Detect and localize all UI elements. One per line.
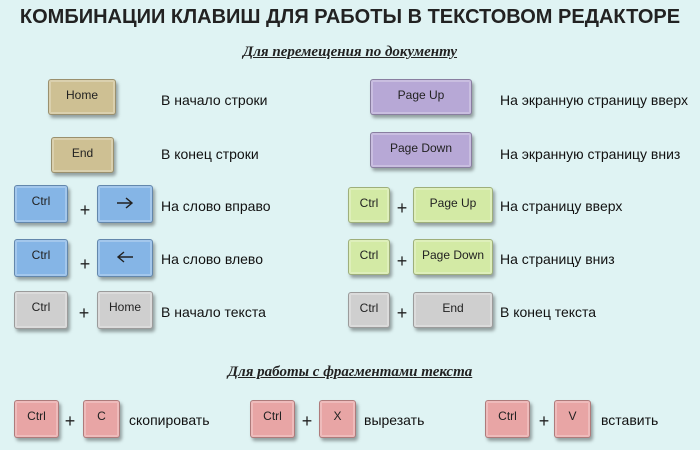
ctrl-key: Ctrl <box>14 400 59 438</box>
desc-screen-up: На экранную страницу вверх <box>500 92 689 108</box>
ctrl-key: Ctrl <box>348 239 390 275</box>
plus-sign: + <box>396 251 408 271</box>
arrow-right-icon <box>117 197 134 209</box>
desc-word-left: На слово влево <box>161 251 263 267</box>
ctrl-key: Ctrl <box>485 400 530 438</box>
page-up-key: Page Up <box>413 187 493 223</box>
ctrl-key: Ctrl <box>348 292 390 328</box>
desc-page-up: На страницу вверх <box>500 198 623 214</box>
plus-sign: + <box>64 411 76 431</box>
ctrl-key: Ctrl <box>250 400 295 438</box>
plus-sign: + <box>78 303 90 323</box>
c-key: C <box>83 400 120 438</box>
x-key: X <box>319 400 356 438</box>
desc-copy: скопировать <box>129 412 210 428</box>
page-down-key: Page Down <box>370 132 472 168</box>
desc-line-end: В конец строки <box>161 146 259 162</box>
desc-paste: вставить <box>601 412 659 428</box>
desc-page-down: На страницу вниз <box>500 251 615 267</box>
desc-word-right: На слово вправо <box>161 198 271 214</box>
section-heading-navigation: Для перемещения по документу <box>242 44 458 60</box>
plus-sign: + <box>79 254 91 274</box>
plus-sign: + <box>396 303 408 323</box>
ctrl-key: Ctrl <box>14 239 68 277</box>
plus-sign: + <box>396 198 408 218</box>
desc-line-start: В начало строки <box>161 92 268 108</box>
arrow-left-icon <box>116 251 133 263</box>
end-key: End <box>413 292 493 328</box>
section-heading-fragments: Для работы с фрагментами текста <box>227 364 473 380</box>
arrow-right-key <box>97 185 153 223</box>
plus-sign: + <box>79 200 91 220</box>
end-key: End <box>51 137 114 173</box>
desc-screen-down: На экранную страницу вниз <box>500 146 681 162</box>
ctrl-key: Ctrl <box>14 185 68 223</box>
ctrl-key: Ctrl <box>348 187 390 223</box>
plus-sign: + <box>301 411 313 431</box>
desc-text-end: В конец текста <box>500 304 597 320</box>
arrow-left-key <box>97 239 153 277</box>
v-key: V <box>554 400 591 438</box>
page-down-key: Page Down <box>413 239 493 275</box>
desc-text-start: В начало текста <box>161 304 266 320</box>
home-key: Home <box>97 291 153 329</box>
page-up-key: Page Up <box>370 79 472 115</box>
page-title: КОМБИНАЦИИ КЛАВИШ ДЛЯ РАБОТЫ В ТЕКСТОВОМ… <box>19 6 681 28</box>
home-key: Home <box>48 79 116 115</box>
ctrl-key: Ctrl <box>14 291 68 329</box>
plus-sign: + <box>538 411 550 431</box>
desc-cut: вырезать <box>364 412 425 428</box>
